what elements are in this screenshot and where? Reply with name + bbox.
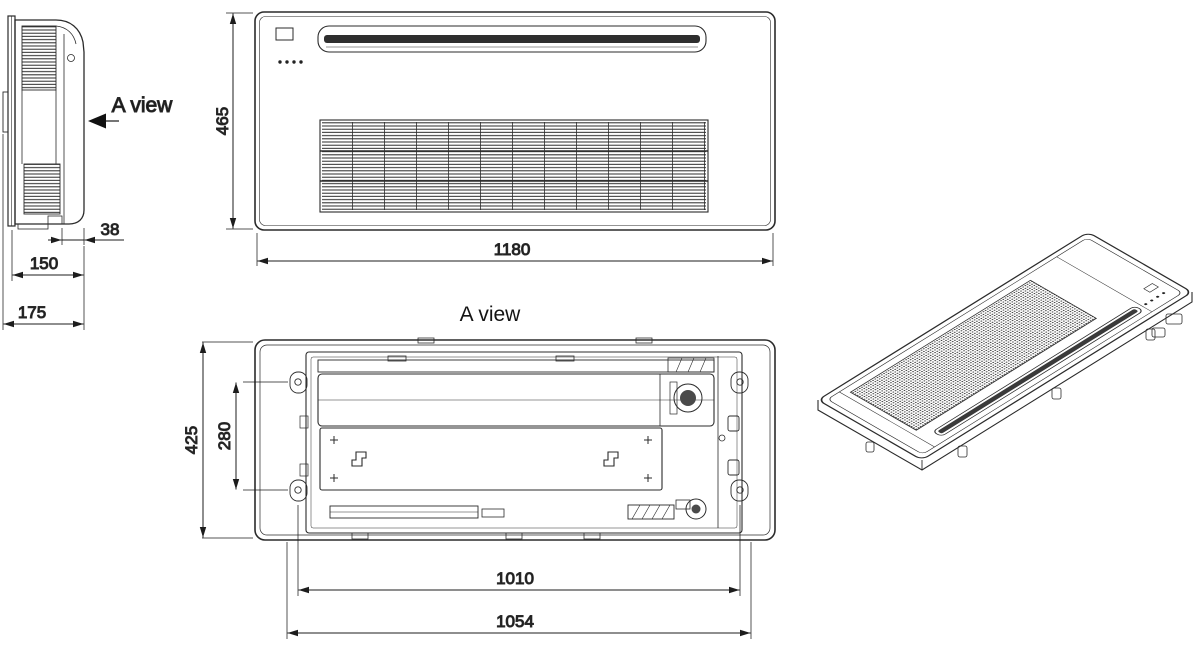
side-heat-exchanger-lower [23,163,61,215]
isometric-body [817,292,1193,471]
dim-175-label: 175 [18,303,46,322]
coil-assembly [317,373,715,427]
view-arrow-icon [88,113,106,129]
dim-1010: 1010 [297,505,741,596]
side-heat-exchanger-upper [21,25,57,91]
front-panel [254,11,776,231]
screw-icon [330,436,338,444]
dim-425-label: 425 [182,426,201,454]
panel-opening [305,351,743,534]
mounting-rail [317,355,715,373]
bottom-view: 425 280 1010 1054 [182,337,776,639]
iso-outlet-slot [934,306,1142,436]
dim-38: 38 [48,220,124,245]
bottom-panel [254,339,776,541]
iso-pipe-connections [1151,313,1183,338]
dim-175: 175 [2,134,84,330]
screw-icon [330,474,338,482]
intake-grille [319,119,709,213]
iso-display-window [1143,283,1159,293]
isometric-view [817,233,1193,471]
air-outlet-slot [317,25,707,53]
dim-465-label: 465 [213,107,232,135]
dim-280: 280 [215,381,288,491]
knockouts [351,337,653,540]
fan-motor [667,357,715,415]
a-view-direction-arrow: A view [88,94,174,129]
iso-intake-grille [849,279,1098,431]
bottom-view-title: A view [460,303,522,326]
led-indicators [278,60,303,64]
dim-1054-label: 1054 [496,612,534,631]
dim-1054: 1054 [286,542,752,639]
drain-pan-plate [319,427,663,491]
drain-pump [627,498,707,520]
dim-425: 425 [182,341,253,539]
mounting-ear [289,479,308,502]
mounting-ears [289,371,749,502]
mounting-ear [730,371,749,394]
bottom-rail [329,505,505,519]
a-view-arrow-label: A view [112,94,174,117]
service-column [299,356,740,528]
mounting-ear [289,371,308,394]
dim-465: 465 [213,12,253,230]
hanger-hook-icon [351,451,367,467]
dim-1010-label: 1010 [496,569,534,588]
side-view-body [2,15,85,230]
mounting-ear [730,479,749,502]
hanger-hook-icon [603,451,619,467]
dim-150: 150 [11,230,85,330]
screw-icon [644,436,652,444]
dim-38-label: 38 [101,220,120,239]
front-view: 465 1180 [213,11,776,266]
dim-1180-label: 1180 [494,240,531,259]
display-window [275,27,294,41]
isometric-panel [820,233,1190,459]
iso-led-indicators [1144,292,1166,306]
side-view: A view 38 150 175 [2,15,174,330]
dim-150-label: 150 [30,254,58,273]
screw-icon [644,474,652,482]
dim-1180: 1180 [256,233,774,266]
dim-280-label: 280 [215,422,234,450]
